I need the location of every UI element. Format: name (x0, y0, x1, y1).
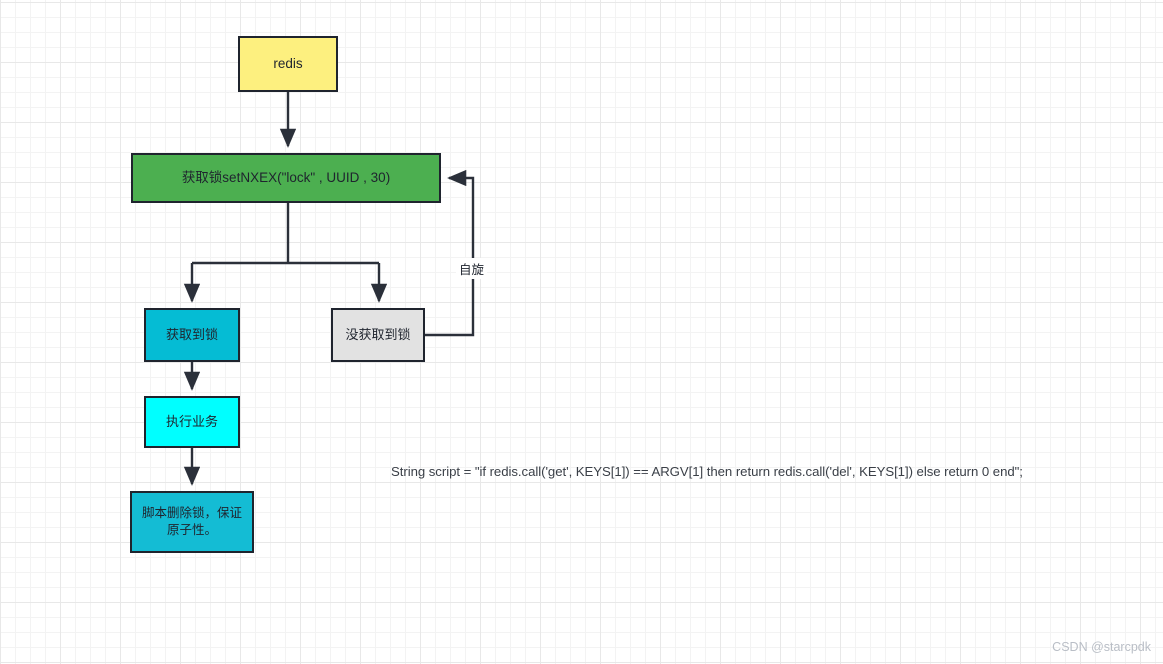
node-delete-lock[interactable]: 脚本删除锁，保证原子性。 (130, 491, 254, 553)
edge-label-spin: 自旋 (456, 258, 488, 279)
node-acquire-lock[interactable]: 获取锁setNXEX("lock" , UUID , 30) (131, 153, 441, 203)
script-annotation: String script = "if redis.call('get', KE… (391, 464, 1023, 479)
node-redis[interactable]: redis (238, 36, 338, 92)
node-got-lock[interactable]: 获取到锁 (144, 308, 240, 362)
node-no-lock[interactable]: 没获取到锁 (331, 308, 425, 362)
watermark: CSDN @starcpdk (1052, 640, 1151, 654)
node-run-business[interactable]: 执行业务 (144, 396, 240, 448)
